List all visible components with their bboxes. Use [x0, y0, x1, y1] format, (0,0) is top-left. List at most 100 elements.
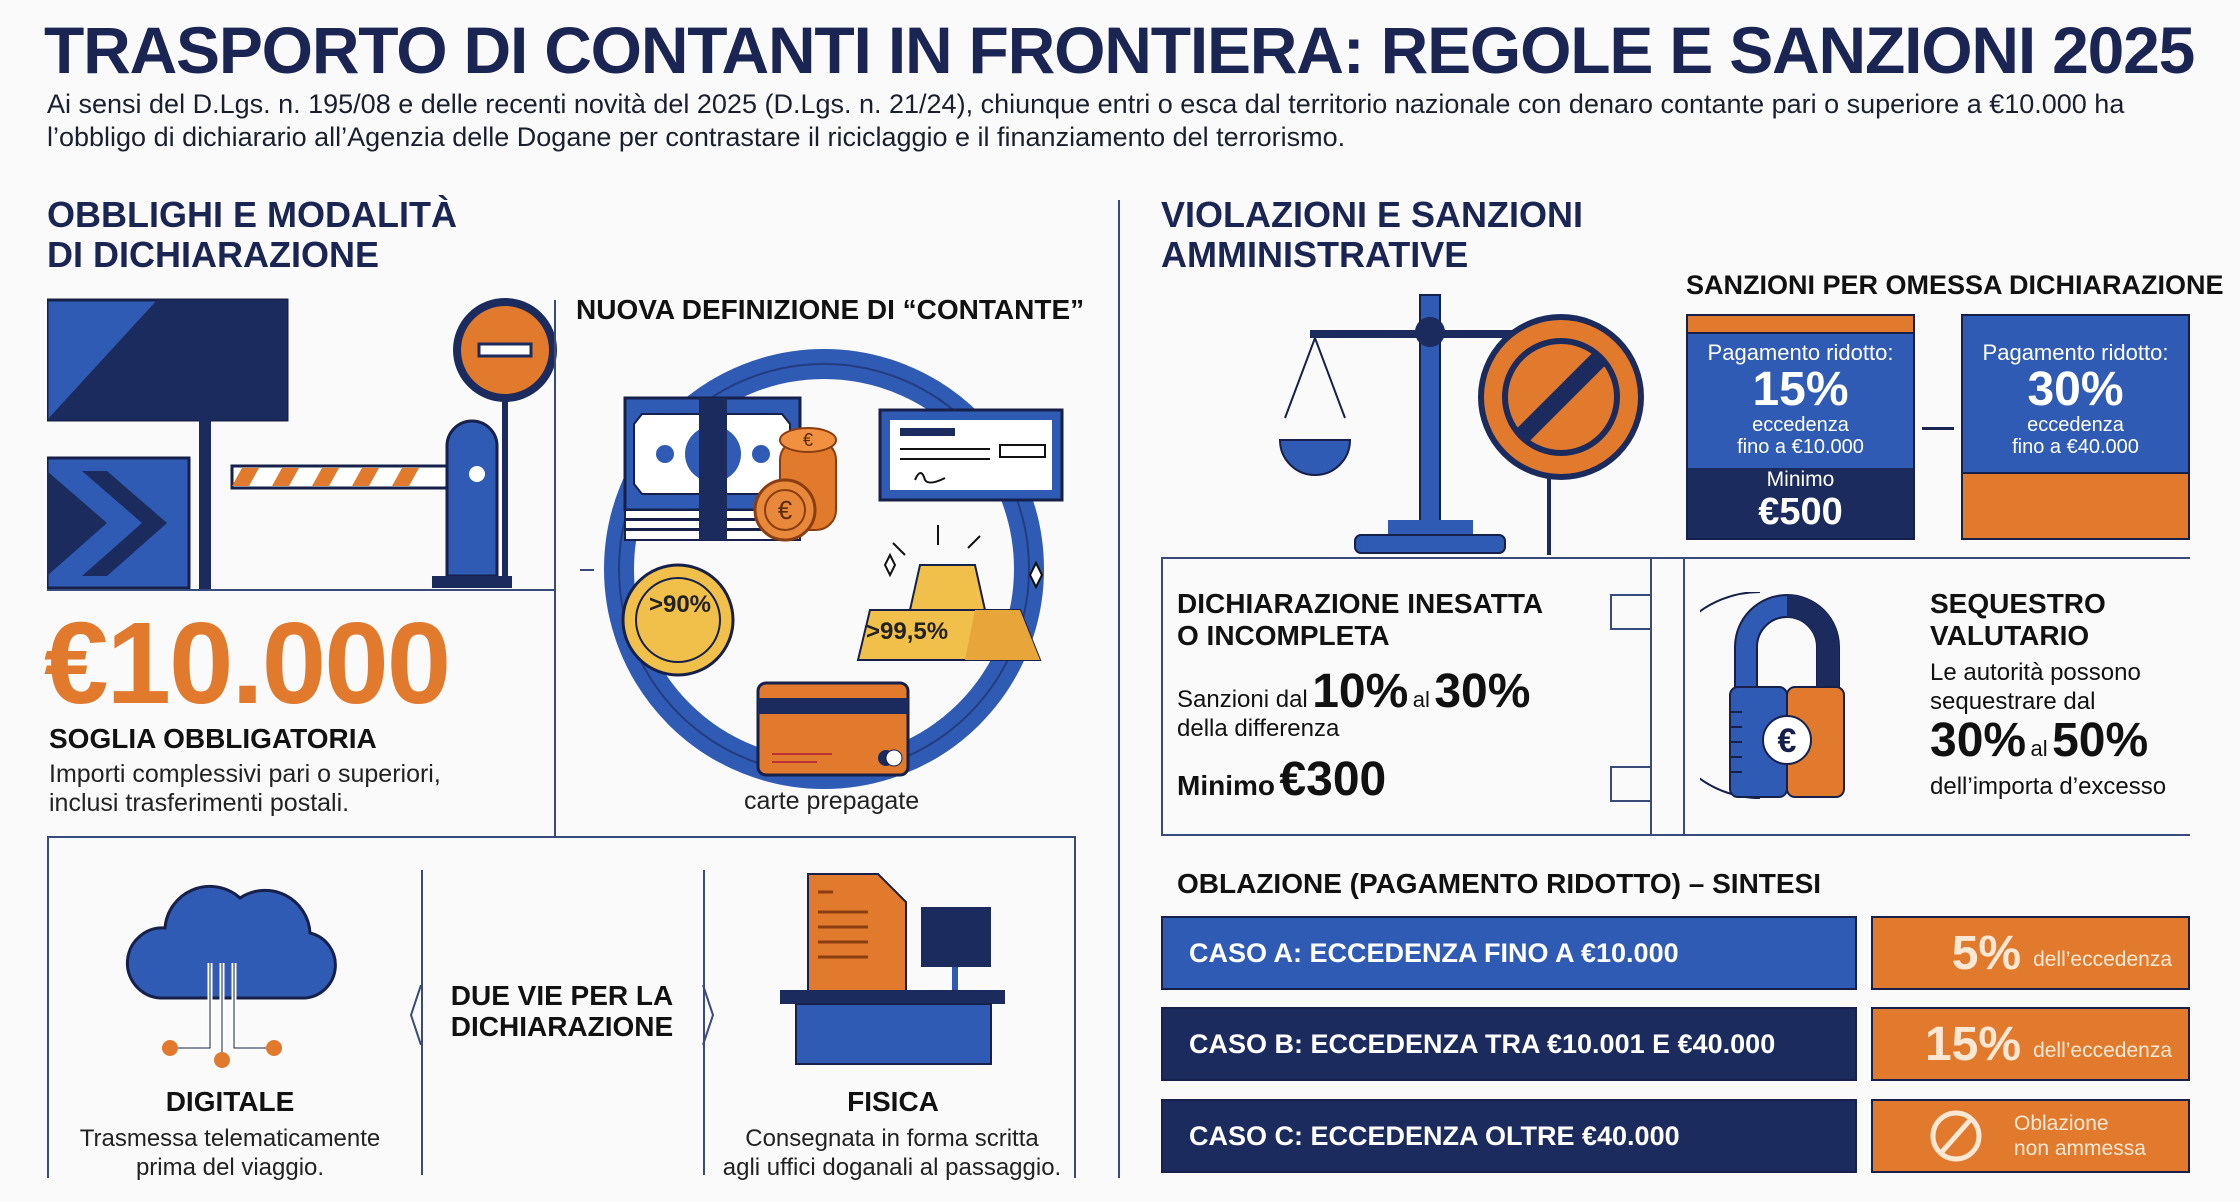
inesatta-post: della differenza — [1177, 715, 1340, 742]
heading-line: DI DICHIARAZIONE — [47, 234, 379, 275]
minimum-label: Minimo — [1766, 468, 1835, 491]
digital-title: DIGITALE — [165, 1086, 295, 1117]
divider — [1683, 557, 1685, 836]
oblazione-row-a: CASO A: ECCEDENZA FINO A €10.000 — [1161, 916, 1857, 990]
coin-percent-label: >90% — [648, 591, 712, 618]
gold-coin-icon — [621, 563, 735, 677]
text-line: Oblazione — [2014, 1112, 2109, 1135]
sanction-card-30: Pagamento ridotto: 30% eccedenza fino a … — [1961, 314, 2190, 540]
sequestro-title: SEQUESTRO VALUTARIO — [1930, 588, 2106, 652]
prepaid-card-label: carte prepagate — [744, 787, 920, 815]
svg-text:€: € — [778, 495, 793, 525]
percent-value: 5% — [1951, 926, 2022, 980]
range-to: 30% — [1434, 665, 1531, 718]
divider — [1650, 557, 1652, 836]
cloud-icon — [125, 884, 337, 1068]
text-line: O INCOMPLETA — [1177, 620, 1390, 651]
card-line: eccedenza — [2027, 414, 2124, 436]
card-percent: 30% — [2027, 363, 2124, 416]
gold-percent-label: >99,5% — [866, 618, 949, 645]
cash-definition-heading: NUOVA DEFINIZIONE DI “CONTANTE” — [576, 294, 1085, 325]
text-line: non ammessa — [2014, 1137, 2146, 1160]
oblazione-heading: OBLAZIONE (PAGAMENTO RIDOTTO) – SINTESI — [1177, 868, 1822, 899]
padlock-euro-icon: € — [1700, 592, 1845, 799]
text-line: agli uffici doganali al passaggio. — [722, 1154, 1062, 1181]
violations-panel — [1161, 557, 2190, 836]
divider — [421, 870, 423, 1175]
minimum-value: €300 — [1279, 753, 1387, 806]
inesatta-range: Sanzioni dal 10% al 30% — [1177, 664, 1530, 719]
scales-of-justice-icon — [1278, 294, 1644, 555]
text-line: Importi complessivi pari o superiori, — [49, 760, 441, 788]
range-from: 10% — [1312, 665, 1409, 718]
card-label: Pagamento ridotto: — [1982, 340, 2169, 365]
text: Sanzioni dal — [1177, 686, 1308, 713]
oblazione-value-c: Oblazione non ammessa — [1871, 1099, 2190, 1173]
range-from: 30% — [1930, 714, 2027, 767]
range-to: 50% — [2052, 714, 2149, 767]
prohibited-icon — [1930, 1110, 1982, 1162]
bracket-decoration — [1610, 766, 1652, 802]
sequestro-range: 30% al 50% — [1930, 713, 2148, 768]
text-line: Consegnata in forma scritta — [745, 1125, 1039, 1152]
gold-bar-icon — [856, 525, 1044, 661]
heading-line: OBBLIGHI E MODALITÀ — [47, 194, 457, 235]
oblazione-value-a: 5% dell’eccedenza — [1871, 916, 2190, 990]
card-line: fino a €10.000 — [1737, 436, 1864, 458]
section-heading-violazioni: VIOLAZIONI E SANZIONI AMMINISTRATIVE — [1161, 195, 1583, 275]
bracket-decoration — [1610, 594, 1652, 630]
oblazione-row-c: CASO C: ECCEDENZA OLTRE €40.000 — [1161, 1099, 1857, 1173]
physical-description: Consegnata in forma scritta agli uffici … — [706, 1124, 1078, 1182]
oblazione-row-b: CASO B: ECCEDENZA TRA €10.001 E €40.000 — [1161, 1007, 1857, 1081]
oblazione-value-b: 15% dell’eccedenza — [1871, 1007, 2190, 1081]
text-line: inclusi trasferimenti postali. — [49, 789, 350, 817]
cheque-icon — [878, 408, 1064, 502]
inesatta-title: DICHIARAZIONE INESATTA O INCOMPLETA — [1177, 588, 1543, 652]
threshold-label: SOGLIA OBBLIGATORIA — [49, 723, 377, 754]
omessa-heading: SANZIONI PER OMESSA DICHIARAZIONE — [1686, 270, 2224, 300]
sequestro-post: dell’importa d’excesso — [1930, 773, 2167, 800]
section-heading-obblighi: OBBLIGHI E MODALITÀ DI DICHIARAZIONE — [47, 195, 457, 275]
text-line: SEQUESTRO — [1930, 588, 2106, 619]
card-minimum: Minimo €500 — [1688, 468, 1913, 538]
divider — [1118, 200, 1120, 1178]
text-line: DICHIARAZIONE INESATTA — [1177, 588, 1544, 619]
svg-text:€: € — [1778, 722, 1797, 760]
intro-text: Ai sensi del D.Lgs. n. 195/08 e delle re… — [47, 89, 2125, 152]
prepaid-card-icon — [756, 681, 910, 777]
minimum-value: €500 — [1758, 491, 1843, 533]
connector-line — [1922, 427, 1954, 430]
text: al — [2030, 736, 2048, 761]
heading-line: AMMINISTRATIVE — [1161, 234, 1469, 275]
chevron-brackets-icon — [409, 985, 715, 1045]
digital-description: Trasmessa telematicamente prima del viag… — [50, 1124, 410, 1182]
office-desk-icon — [780, 873, 1005, 1065]
svg-text:€: € — [803, 430, 813, 450]
percent-value: 15% — [1924, 1017, 2022, 1071]
threshold-description: Importi complessivi pari o superiori, in… — [49, 760, 441, 818]
text-line: DICHIARAZIONE — [450, 1011, 674, 1042]
text-line: sequestrare dal — [1930, 688, 2096, 715]
divider — [703, 870, 705, 1175]
text-line: prima del viaggio. — [135, 1154, 325, 1181]
text-line: Trasmessa telematicamente — [79, 1125, 381, 1152]
sanction-card-15: Pagamento ridotto: 15% eccedenza fino a … — [1686, 314, 1915, 540]
not-allowed-note: Oblazione non ammessa — [2014, 1111, 2146, 1161]
threshold-amount: €10.000 — [44, 598, 451, 728]
percent-unit: dell’eccedenza — [2033, 1039, 2172, 1062]
minimum-label: Minimo — [1177, 770, 1275, 801]
euro-coins-icon: € € — [753, 427, 837, 542]
sequestro-description: Le autorità possono sequestrare dal — [1930, 658, 2141, 716]
divider — [47, 589, 555, 591]
card-accent — [1688, 316, 1913, 334]
text-line: VALUTARIO — [1930, 620, 2090, 651]
page-title: TRASPORTO DI CONTANTI IN FRONTIERA: REGO… — [44, 13, 2195, 87]
text-line: DUE VIE PER LA — [450, 980, 674, 1011]
card-percent: 15% — [1752, 363, 1849, 416]
declaration-methods-title: DUE VIE PER LA DICHIARAZIONE — [421, 980, 703, 1042]
card-accent — [1963, 472, 2188, 538]
text-line: Le autorità possono — [1930, 659, 2141, 686]
border-crossing-illustration — [47, 298, 557, 590]
percent-unit: dell’eccedenza — [2033, 948, 2172, 971]
physical-title: FISICA — [847, 1086, 939, 1117]
